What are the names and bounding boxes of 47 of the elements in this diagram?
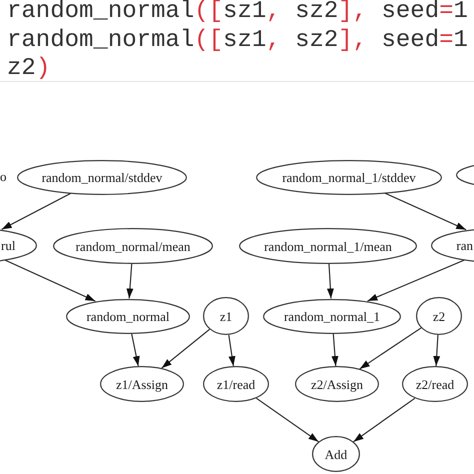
node-label: random_normal/stddev: [42, 170, 162, 184]
node-label: ran: [456, 238, 473, 252]
graph-node: [203, 297, 249, 335]
arrow: [131, 333, 140, 366]
node-label: z1/Assign: [116, 376, 168, 392]
arrow: [256, 398, 319, 442]
arrow: [161, 328, 210, 369]
arrow: [384, 192, 466, 230]
text-fragment: o: [0, 169, 6, 184]
arrow: [353, 398, 416, 442]
graph-node: [256, 160, 442, 194]
node-label: z2/Assign: [311, 376, 363, 392]
arrow: [228, 334, 236, 366]
arrow: [331, 333, 338, 366]
arrow: [367, 260, 465, 302]
node-label: z2/read: [416, 376, 454, 392]
arrow: [4, 260, 96, 302]
graph-node: [0, 228, 37, 262]
node-label: z1/read: [216, 376, 256, 392]
graph-node: [66, 298, 190, 334]
graph-node: [416, 297, 462, 335]
graph-node: [312, 436, 360, 472]
code-line: z2): [7, 57, 50, 81]
code-line: random_normal([sz1, sz2], seed=1: [7, 28, 468, 52]
arrow: [1, 192, 72, 230]
node-label: z1: [220, 308, 232, 324]
graph-node: [100, 366, 184, 402]
node-label: random_normal_1: [284, 308, 380, 324]
node-label: z2: [432, 308, 446, 324]
arrow: [326, 264, 334, 299]
graph-node: [53, 228, 213, 264]
node-label: rul: [1, 238, 16, 253]
arrow: [433, 334, 440, 366]
graph-node: [431, 228, 474, 262]
node-label: random_normal_1/mean: [264, 238, 392, 254]
arrow: [359, 327, 422, 370]
graph-node: [17, 160, 187, 194]
node-label: random_normal/mean: [76, 238, 190, 254]
graph-node: [295, 366, 379, 402]
node-label: random_normal: [86, 308, 170, 324]
graph-node: [402, 366, 468, 402]
graph-node: [203, 366, 269, 402]
node-label: random_normal_1/stddev: [282, 170, 416, 184]
graph-node: [239, 228, 417, 264]
arrow: [126, 264, 134, 299]
node-label: Add: [324, 446, 348, 462]
graph-node: [263, 298, 401, 334]
